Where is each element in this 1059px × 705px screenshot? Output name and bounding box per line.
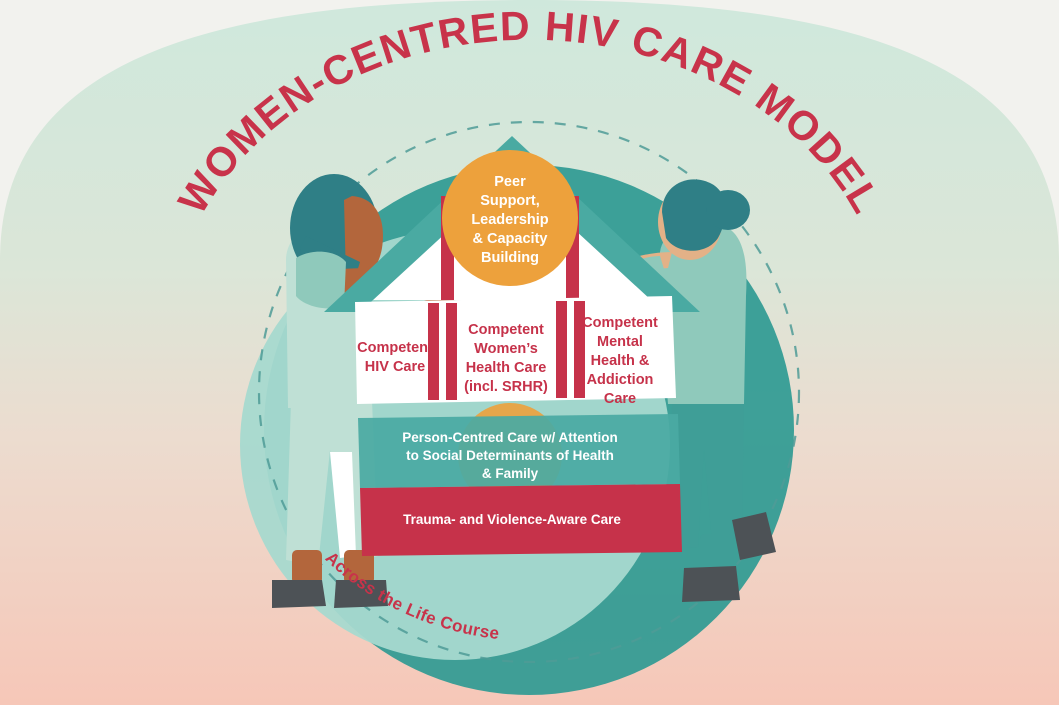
crown-circle — [442, 150, 578, 286]
pillar-3-line-2: Mental — [597, 334, 643, 350]
pillar-competent-womens-health-care: Competent Women’s Health Care (incl. SRH… — [464, 322, 548, 395]
foundation-1-line-3: & Family — [482, 466, 539, 481]
crown-label-line-2: Support, — [480, 193, 540, 209]
pillar-3-line-4: Addiction — [587, 372, 654, 388]
pillar-2-line-1: Competent — [468, 322, 544, 338]
pillar-competent-hiv-care: Competent HIV Care — [357, 340, 433, 375]
figure-left-leg-back — [292, 550, 322, 584]
pillar-competent-mental-health-addiction-care: Competent Mental Health & Addiction Care — [582, 315, 658, 407]
foundation-2-line-1: Trauma- and Violence-Aware Care — [403, 512, 621, 527]
crown-label-line-4: & Capacity — [473, 231, 548, 247]
figure-right-legs — [668, 400, 744, 548]
figure-left-boot-back — [272, 580, 326, 608]
crown-label: Peer Support, Leadership & Capacity Buil… — [471, 174, 548, 266]
pillar-3-line-3: Health & — [591, 353, 650, 369]
pillar-1-line-2: HIV Care — [365, 359, 425, 375]
pillar-3-line-1: Competent — [582, 315, 658, 331]
figure-left-skirt — [286, 400, 378, 566]
foundation-band-teal — [358, 414, 680, 488]
foundation-1-line-2: to Social Determinants of Health — [406, 448, 614, 463]
figure-left-leg-front — [344, 550, 374, 584]
figure-right-bun — [706, 190, 750, 230]
pillars-card: Competent HIV Care Competent Women’s Hea… — [355, 296, 676, 407]
figure-right-boot-front — [682, 566, 740, 602]
pillar-2-line-3: Health Care — [466, 360, 547, 376]
pillar-divider-1a — [428, 303, 439, 400]
pillar-2-line-2: Women’s — [474, 341, 538, 357]
pillar-3-line-5: Care — [604, 391, 636, 407]
pillar-divider-2a — [556, 301, 567, 398]
foundation-trauma-violence-aware-care: Trauma- and Violence-Aware Care — [360, 484, 682, 556]
foundation-band-crimson — [360, 484, 682, 556]
dashed-guide-circle — [257, 120, 801, 664]
figure-right-torso — [660, 222, 747, 404]
figure-left-sleeve — [296, 251, 346, 309]
crown-label-line-3: Leadership — [471, 212, 548, 228]
crown-label-line-1: Peer — [494, 174, 526, 190]
foundation-1-line-1: Person-Centred Care w/ Attention — [402, 430, 618, 445]
figure-right-shin — [700, 534, 734, 574]
pillar-divider-2b — [574, 301, 585, 398]
pillar-1-line-1: Competent — [357, 340, 433, 356]
figure-left-skirt-slit — [330, 452, 356, 558]
foundation-person-centred-care: Person-Centred Care w/ Attention to Soci… — [358, 414, 680, 488]
figure-right-boot-back — [732, 512, 776, 560]
pillar-divider-1b — [446, 303, 457, 400]
figure-right-hair — [662, 179, 726, 251]
crown-label-line-5: Building — [481, 250, 539, 266]
pillar-2-line-4: (incl. SRHR) — [464, 379, 548, 395]
figure-left-boot-front — [334, 580, 388, 608]
